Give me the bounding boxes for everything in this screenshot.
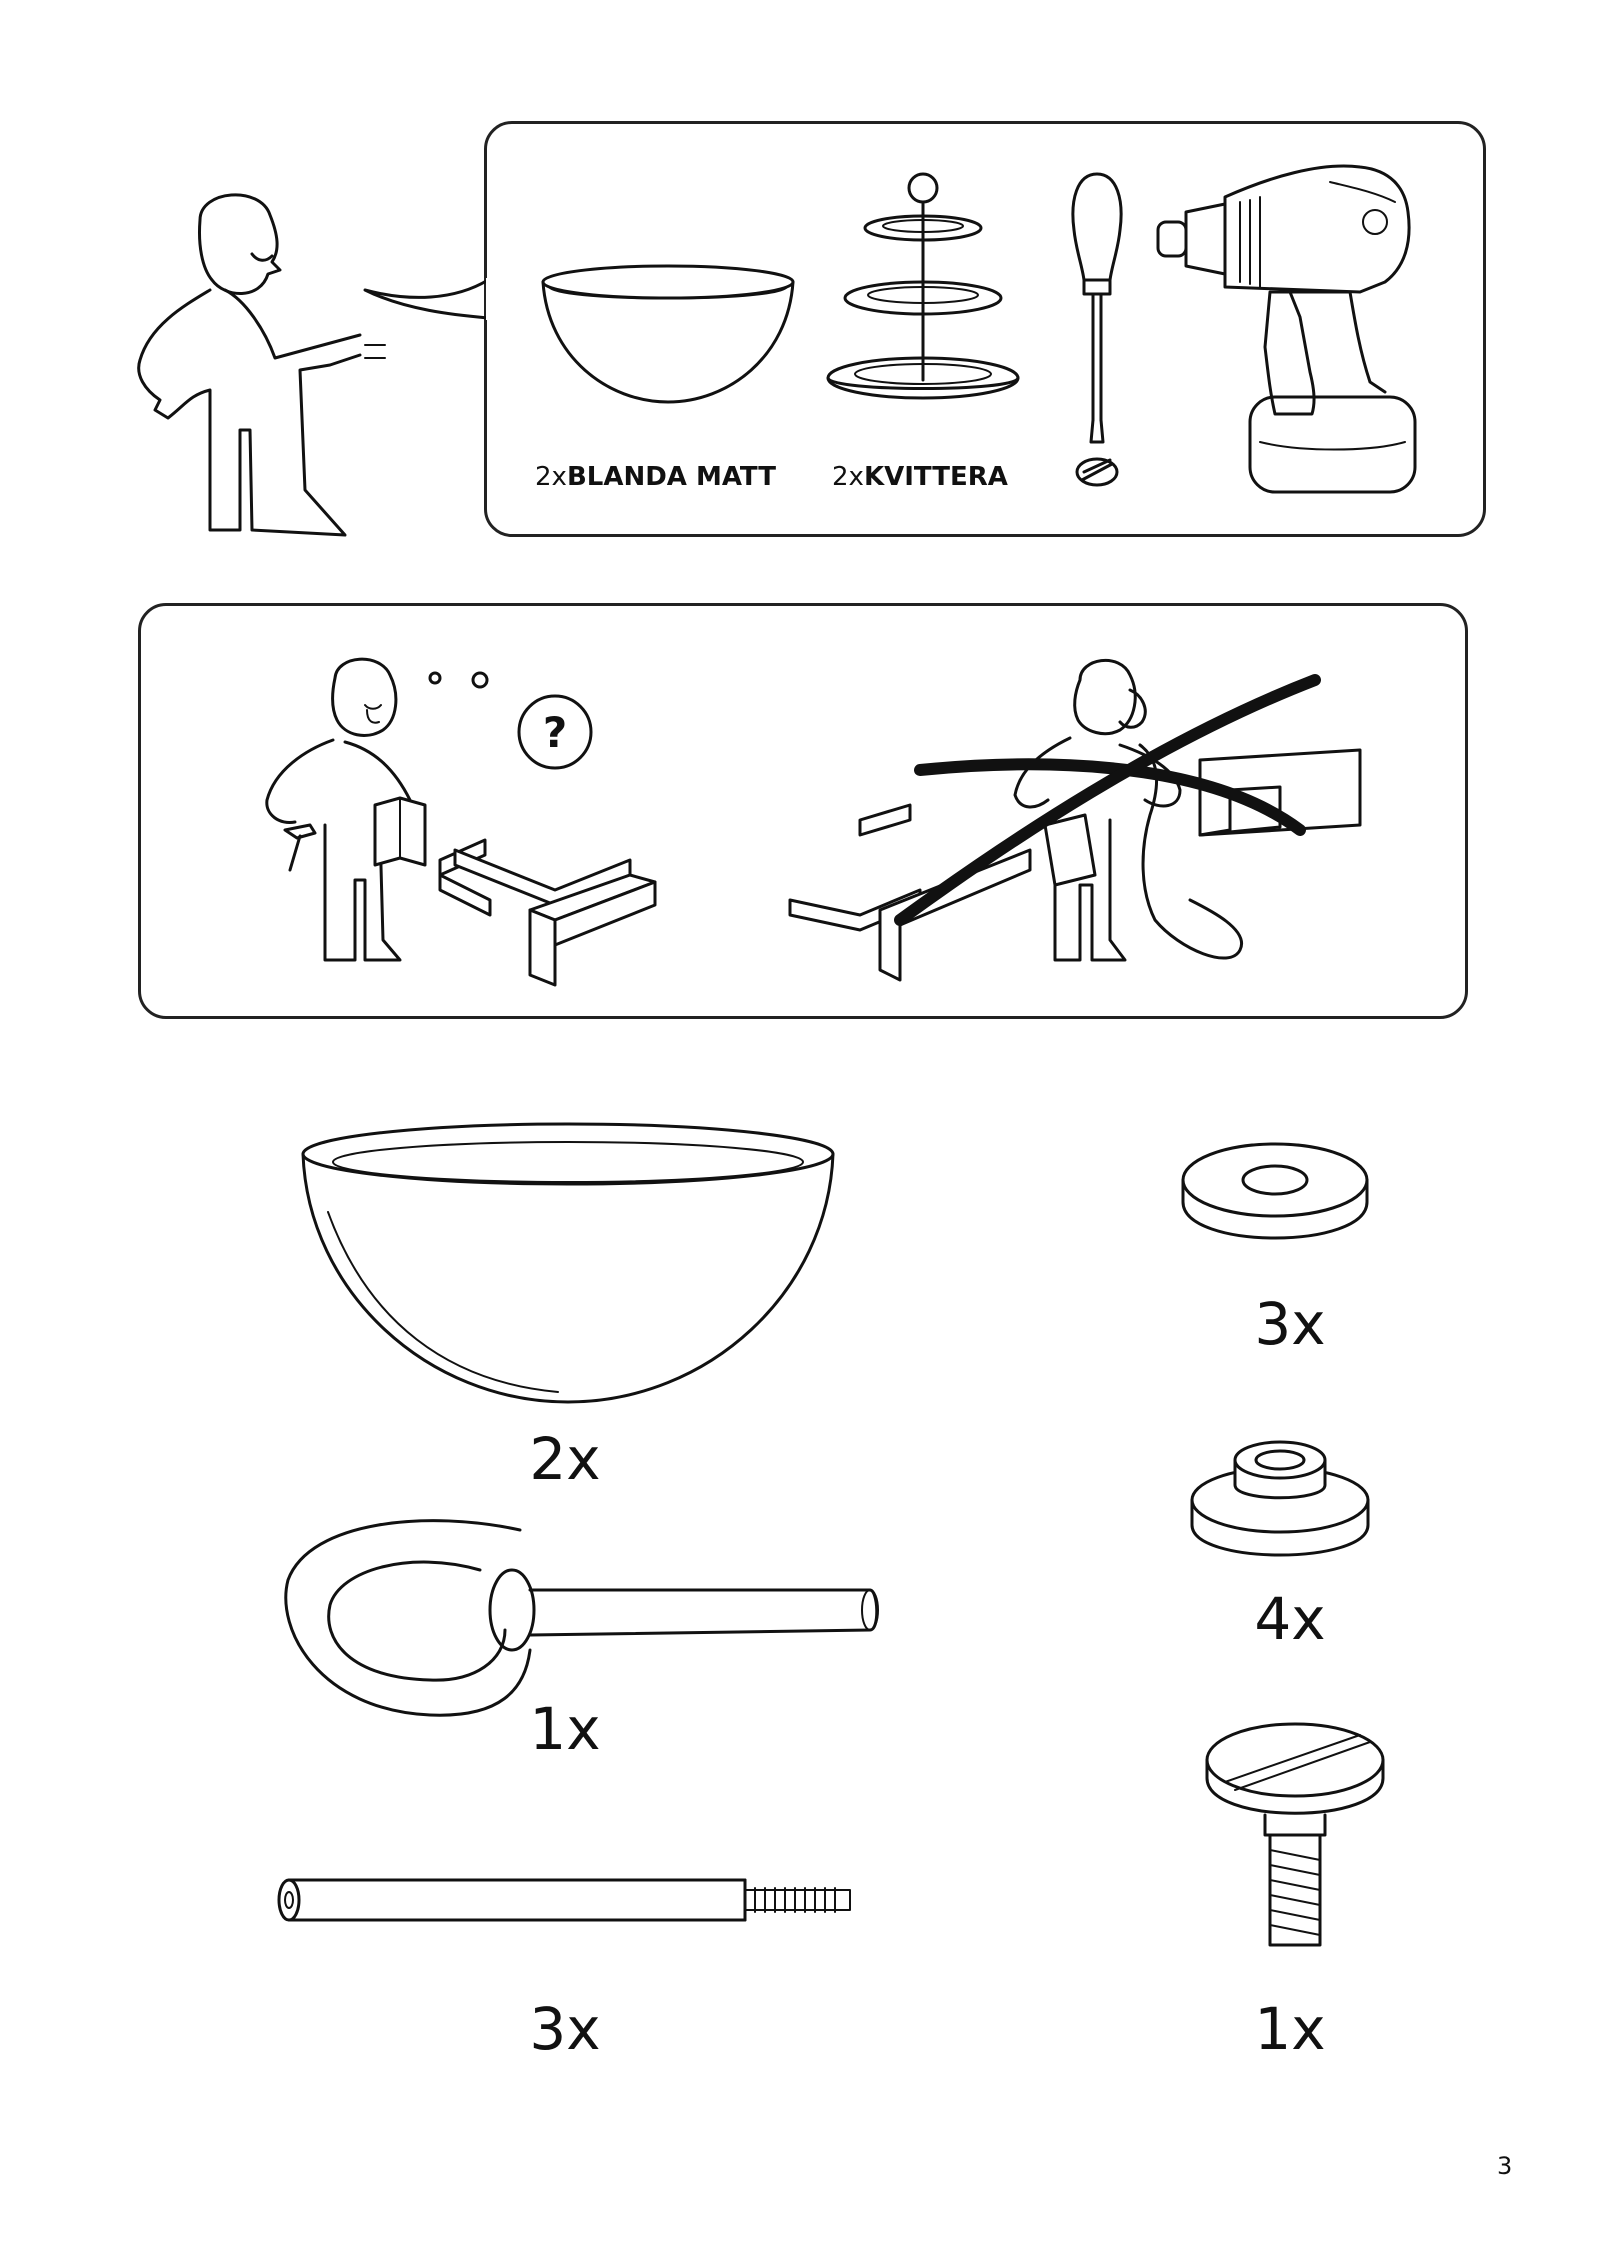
part-flat-washer-qty: 3x <box>1254 1290 1326 1358</box>
kvittera-stand-icon <box>826 172 1020 400</box>
part-threaded-rod <box>277 1878 851 1922</box>
phone-call-person-illustration <box>788 658 1362 982</box>
person-pointing-illustration <box>137 193 386 537</box>
part-flat-washer <box>1181 1142 1369 1240</box>
part-ring-handle <box>284 1519 879 1717</box>
screwdriver-icon <box>1071 172 1123 487</box>
part-stepped-spacer <box>1190 1440 1370 1557</box>
part-ring-handle-qty: 1x <box>529 1695 601 1763</box>
power-drill-icon <box>1156 164 1417 494</box>
page-number: 3 <box>1497 2152 1513 2180</box>
speech-pointer <box>363 278 496 320</box>
required-items-panel <box>484 121 1486 537</box>
svg-text:?: ? <box>543 708 567 757</box>
required-item-1: 2xBLANDA MATT <box>535 462 777 492</box>
part-bowl-qty: 2x <box>529 1425 601 1493</box>
required-item-2: 2xKVITTERA <box>832 462 1008 492</box>
part-threaded-rod-qty: 3x <box>529 1995 601 2063</box>
part-slotted-screw-qty: 1x <box>1254 1995 1326 2063</box>
part-stepped-spacer-qty: 4x <box>1254 1585 1326 1653</box>
part-bowl <box>301 1122 835 1404</box>
confused-person-illustration: ? <box>265 657 657 987</box>
part-slotted-screw <box>1205 1722 1385 1947</box>
blanda-matt-bowl-icon <box>541 264 795 404</box>
